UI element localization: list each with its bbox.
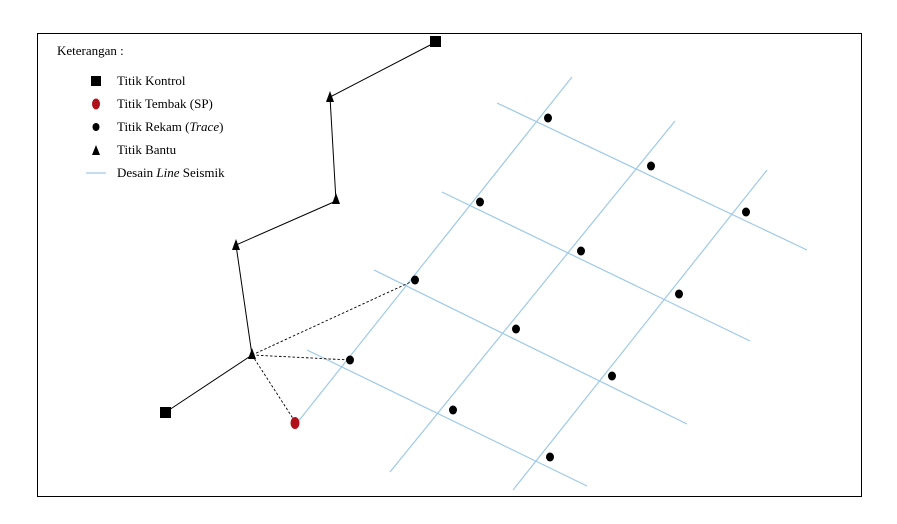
- seismic-line-se-3: [373, 269, 688, 425]
- seismic-lines: [292, 76, 808, 491]
- dashed-line-1: [251, 279, 416, 356]
- legend-label-trace: Titik Rekam (Trace): [117, 118, 224, 134]
- triangle-icon: [85, 143, 107, 157]
- seismic-line-ne-3: [512, 169, 768, 491]
- control-point-2: [160, 407, 171, 418]
- trace-point: [411, 275, 419, 285]
- control-points: [160, 36, 441, 418]
- seismic-line-ne-2: [389, 120, 676, 473]
- seismic-line-ne-1: [292, 76, 573, 429]
- aux-points: [232, 91, 340, 359]
- aux-point-2: [332, 193, 340, 204]
- seismic-line-se-2: [441, 191, 751, 342]
- shot-point: [290, 417, 300, 429]
- red-ellipse-icon: [85, 97, 107, 111]
- trace-point: [577, 246, 585, 256]
- legend-label-aux: Titik Bantu: [117, 141, 177, 157]
- legend-item-trace: Titik Rekam (Trace): [57, 115, 225, 138]
- aux-point-4: [248, 348, 256, 359]
- seismic-line-se-4: [306, 349, 588, 487]
- legend-item-control: Titik Kontrol: [57, 69, 225, 92]
- dashed-line-3: [251, 354, 295, 421]
- trace-point: [476, 197, 484, 207]
- aux-point-1: [326, 91, 334, 102]
- trace-points: [346, 113, 750, 462]
- trace-point: [449, 405, 457, 415]
- legend-label-line: Desain Line Seismik: [117, 164, 225, 180]
- square-icon: [85, 74, 107, 88]
- trace-point: [608, 371, 616, 381]
- legend: Keterangan : Titik Kontrol Titik Tembak …: [57, 43, 225, 184]
- control-point-1: [430, 36, 441, 47]
- aux-point-3: [232, 239, 240, 250]
- trace-point: [647, 161, 655, 171]
- trace-point: [742, 207, 750, 217]
- seismic-line-se-1: [496, 102, 808, 251]
- trace-point: [544, 113, 552, 123]
- trace-point: [512, 324, 520, 334]
- diagram-frame: [37, 33, 862, 497]
- legend-title: Keterangan :: [57, 43, 124, 58]
- legend-item-aux: Titik Bantu: [57, 138, 225, 161]
- black-dot-icon: [85, 120, 107, 134]
- trace-point: [346, 355, 354, 365]
- traverse-line: [165, 41, 437, 413]
- trace-point: [675, 289, 683, 299]
- legend-item-line: Desain Line Seismik: [57, 161, 225, 184]
- blue-line-icon: [85, 166, 107, 180]
- dashed-line-2: [251, 354, 351, 361]
- legend-label-shot: Titik Tembak (SP): [117, 95, 213, 111]
- legend-label-control: Titik Kontrol: [117, 72, 186, 88]
- trace-point: [546, 452, 554, 462]
- dashed-measurements: [251, 279, 416, 421]
- legend-item-shot: Titik Tembak (SP): [57, 92, 225, 115]
